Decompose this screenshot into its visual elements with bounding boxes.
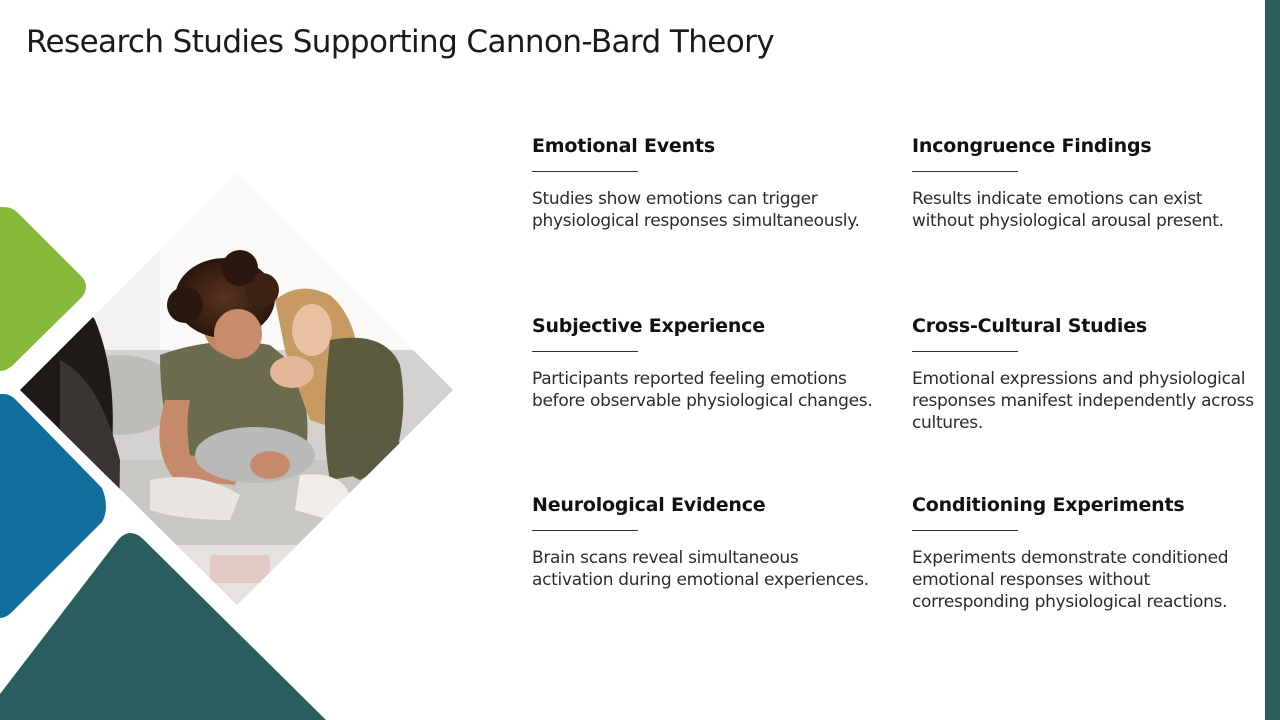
card-divider: [532, 171, 638, 172]
card-description: Studies show emotions can trigger physio…: [532, 189, 860, 231]
card-description: Emotional expressions and physiological …: [912, 369, 1254, 433]
card-description: Brain scans reveal simultaneous activati…: [532, 548, 869, 590]
right-accent-bar: [1265, 0, 1280, 720]
card-title: Neurological Evidence: [532, 494, 766, 516]
card-emotional-events: Emotional Events Studies show emotions c…: [532, 135, 877, 232]
card-cross-cultural-studies: Cross-Cultural Studies Emotional express…: [912, 315, 1257, 434]
slide-title: Research Studies Supporting Cannon-Bard …: [26, 24, 775, 60]
card-title: Conditioning Experiments: [912, 494, 1185, 516]
blue-diamond-shape: [0, 394, 106, 618]
green-diamond-shape: [0, 207, 86, 371]
card-divider: [912, 171, 1018, 172]
card-title: Cross-Cultural Studies: [912, 315, 1147, 337]
card-title: Incongruence Findings: [912, 135, 1152, 157]
decor-graphic: [0, 173, 453, 720]
card-incongruence-findings: Incongruence Findings Results indicate e…: [912, 135, 1257, 232]
card-divider: [532, 530, 638, 531]
card-neurological-evidence: Neurological Evidence Brain scans reveal…: [532, 494, 877, 591]
card-title: Subjective Experience: [532, 315, 765, 337]
card-divider: [912, 530, 1018, 531]
card-description: Experiments demonstrate conditioned emot…: [912, 548, 1229, 612]
teal-triangle-shape: [0, 533, 326, 720]
card-conditioning-experiments: Conditioning Experiments Experiments dem…: [912, 494, 1257, 613]
card-description: Participants reported feeling emotions b…: [532, 369, 873, 411]
card-title: Emotional Events: [532, 135, 715, 157]
card-subjective-experience: Subjective Experience Participants repor…: [532, 315, 877, 412]
card-divider: [912, 351, 1018, 352]
card-description: Results indicate emotions can exist with…: [912, 189, 1224, 231]
card-divider: [532, 351, 638, 352]
